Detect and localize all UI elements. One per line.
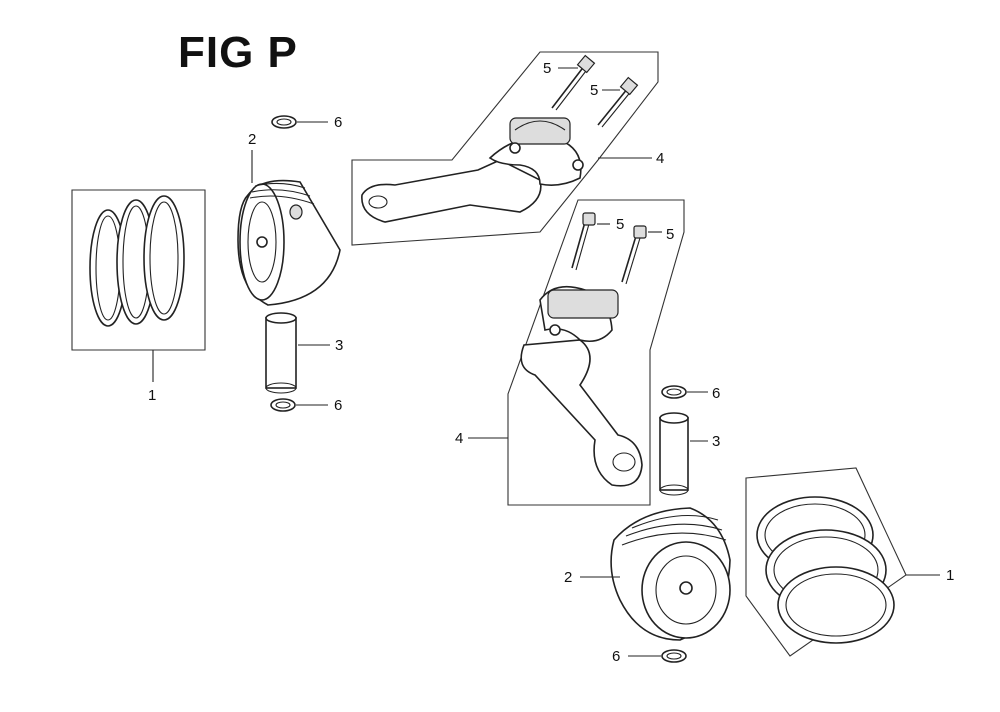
callout-5-mid-b: 5 [666,226,674,243]
piston-pin-right [659,412,708,496]
piston-pin-left [265,312,330,394]
piston-rings-left [71,189,206,382]
piston-left [237,150,341,306]
callout-6-right-top: 6 [712,385,720,402]
callout-3-left: 3 [335,337,343,354]
callout-2-right: 2 [564,569,572,586]
callout-5-top-a: 5 [543,60,551,77]
circlip-left-bottom [270,398,328,412]
callout-6-left-bottom: 6 [334,397,342,414]
circlip-right-bottom [628,649,687,663]
callout-1-right: 1 [946,567,954,584]
connecting-rod-top-group [351,51,659,246]
figure-title: FIG P [178,28,298,77]
callout-5-mid-a: 5 [616,216,624,233]
callout-4-top: 4 [656,150,664,167]
callout-5-top-b: 5 [590,82,598,99]
callout-6-left-top: 6 [334,114,342,131]
piston-rings-right [745,467,940,657]
connecting-rod-right-group [468,199,685,506]
callout-4-right: 4 [455,430,463,447]
callout-2-left: 2 [248,131,256,148]
circlip-left-top [271,115,328,129]
callout-1-left: 1 [148,387,156,404]
callout-3-right: 3 [712,433,720,450]
piston-right [580,507,731,641]
circlip-right-top [661,385,708,399]
callout-6-right-bottom: 6 [612,648,620,665]
